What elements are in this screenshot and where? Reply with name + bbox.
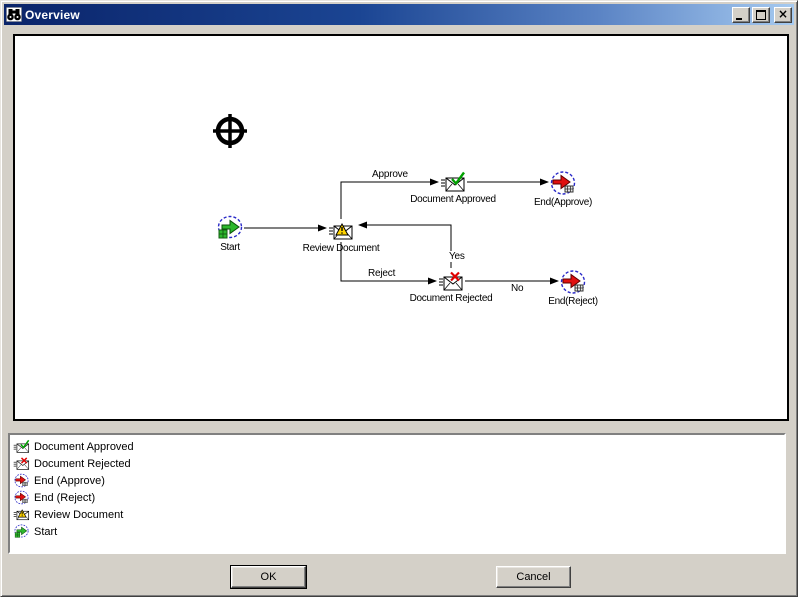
titlebar: Overview ×: [4, 4, 794, 25]
edge-label-yes: Yes: [448, 251, 466, 262]
list-item-label: Document Rejected: [34, 457, 131, 470]
list-item-start[interactable]: Start: [10, 523, 784, 540]
edge-label-reject: Reject: [367, 268, 397, 279]
list-item-review-document[interactable]: Review Document: [10, 506, 784, 523]
list-item-document-approved[interactable]: Document Approved: [10, 438, 784, 455]
list-item-document-rejected[interactable]: Document Rejected: [10, 455, 784, 472]
crosshair-icon: [212, 113, 248, 149]
cancel-button[interactable]: Cancel: [496, 566, 571, 588]
edge-layer: [244, 178, 559, 285]
binoculars-icon: [6, 7, 22, 22]
node-document-rejected[interactable]: [438, 270, 464, 292]
window-controls: ×: [730, 6, 792, 23]
minimize-button[interactable]: [732, 6, 750, 23]
edge-label-approve: Approve: [371, 169, 409, 180]
edge-review-to-approved: [340, 178, 439, 219]
minimize-icon: [736, 17, 742, 20]
maximize-icon: [756, 9, 766, 20]
node-label-end-reject: End(Reject): [548, 296, 598, 307]
node-end-reject[interactable]: [560, 269, 586, 295]
list-item-end-reject[interactable]: End (Reject): [10, 489, 784, 506]
list-item-label: Start: [34, 525, 58, 538]
start-icon: [217, 215, 243, 241]
node-start[interactable]: [217, 215, 243, 241]
end-icon: [13, 473, 30, 488]
node-document-approved[interactable]: [440, 171, 466, 193]
window-title: Overview: [25, 7, 80, 22]
end-icon: [560, 269, 586, 295]
edge-review-to-rejected: [340, 242, 437, 285]
close-button[interactable]: ×: [774, 6, 792, 23]
list-item-label: Review Document: [34, 508, 124, 521]
start-icon: [13, 524, 30, 539]
list-item-label: End (Approve): [34, 474, 105, 487]
end-icon: [13, 490, 30, 505]
approved-icon: [440, 171, 466, 193]
approved-icon: [13, 439, 30, 454]
end-icon: [550, 170, 576, 196]
node-label-end-approve: End(Approve): [533, 197, 593, 208]
review-icon: [13, 507, 30, 522]
node-label-start: Start: [220, 242, 240, 253]
node-label-document-approved: Document Approved: [410, 194, 496, 205]
rejected-icon: [13, 456, 30, 471]
rejected-icon: [438, 270, 464, 292]
list-item-end-approve[interactable]: End (Approve): [10, 472, 784, 489]
review-icon: [328, 220, 354, 242]
list-item-label: End (Reject): [34, 491, 96, 504]
crosshair-marker: [212, 113, 248, 149]
node-end-approve[interactable]: [550, 170, 576, 196]
node-label-review-document: Review Document: [302, 243, 380, 254]
maximize-button[interactable]: [752, 6, 770, 23]
close-icon: ×: [777, 7, 789, 21]
node-label-document-rejected: Document Rejected: [409, 293, 493, 304]
list-item-label: Document Approved: [34, 440, 134, 453]
ok-button[interactable]: OK: [230, 565, 307, 589]
edge-label-no: No: [510, 283, 525, 294]
node-review-document[interactable]: [328, 220, 354, 242]
